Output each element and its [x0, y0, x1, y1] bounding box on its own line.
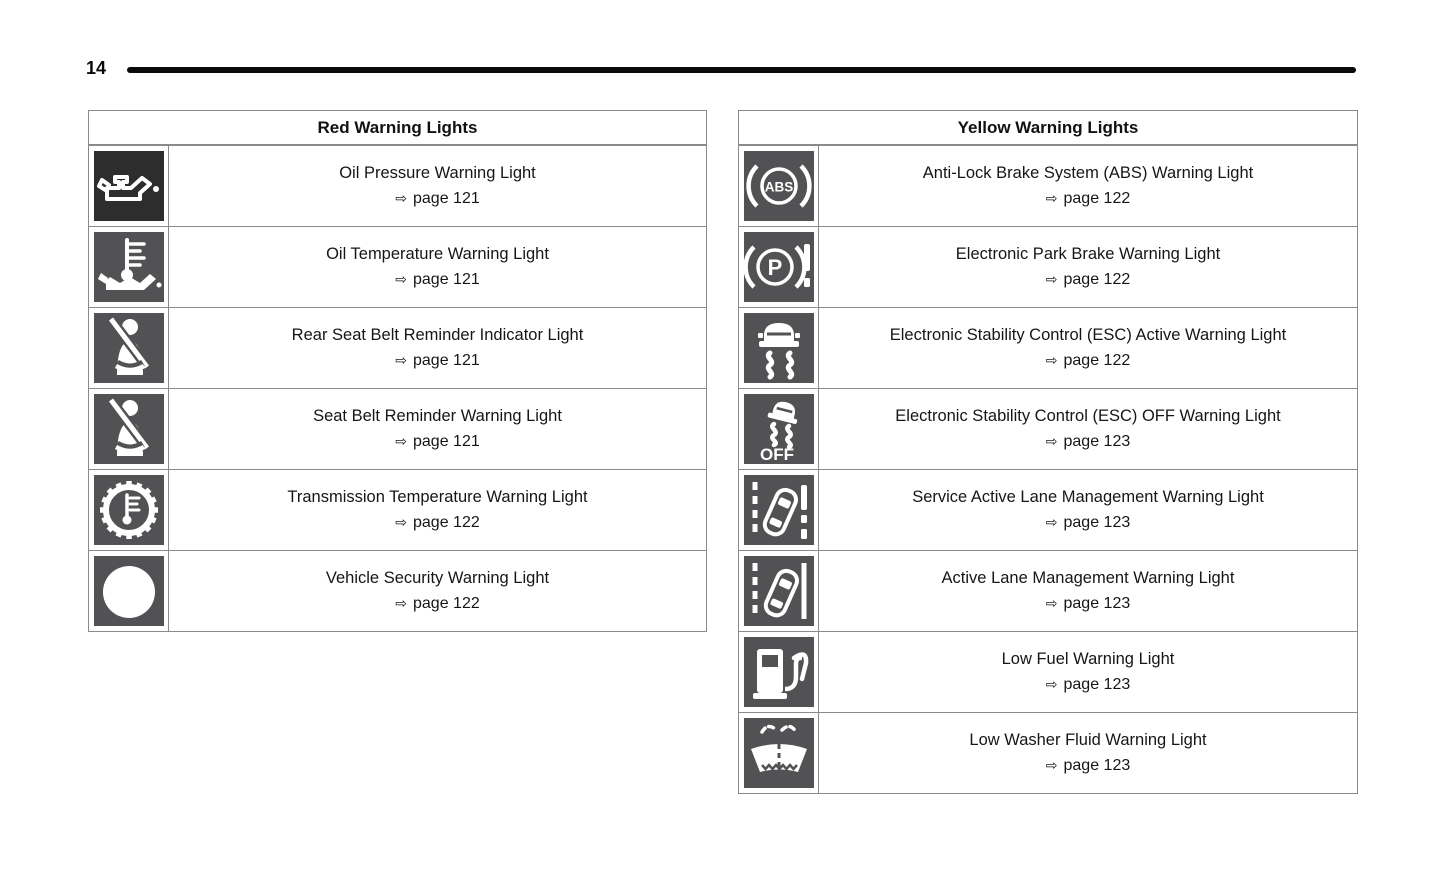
page-reference-link[interactable]: ⇨ page 123 — [1046, 676, 1130, 694]
page-reference-text: page 123 — [1063, 432, 1131, 450]
low-fuel-icon — [743, 637, 814, 707]
page-reference-text: page 123 — [1063, 594, 1131, 612]
arrow-icon: ⇨ — [1045, 433, 1058, 450]
page-reference-link[interactable]: ⇨ page 123 — [1046, 514, 1130, 532]
svg-text:P: P — [767, 255, 782, 280]
page-reference-text: page 122 — [1063, 351, 1131, 369]
warning-light-label: Low Washer Fluid Warning Light — [969, 731, 1207, 750]
table-row: Seat Belt Reminder Warning Light ⇨ page … — [89, 388, 706, 469]
warning-light-label: Electronic Stability Control (ESC) OFF W… — [895, 407, 1281, 426]
table-row: Service Active Lane Management Warning L… — [739, 469, 1357, 550]
park-brake-icon: P — [743, 232, 814, 302]
table-title: Yellow Warning Lights — [739, 111, 1357, 145]
warning-light-label: Vehicle Security Warning Light — [325, 569, 550, 588]
service-lane-icon — [743, 475, 814, 545]
table-row: Oil Temperature Warning Light ⇨ page 121 — [89, 226, 706, 307]
page-reference-text: page 122 — [1063, 270, 1131, 288]
page-reference-text: page 123 — [1063, 756, 1131, 774]
arrow-icon: ⇨ — [1045, 271, 1058, 288]
page-number: 14 — [86, 58, 107, 78]
svg-text:OFF: OFF — [760, 445, 794, 464]
vehicle-security-icon — [93, 556, 164, 626]
table-row: Low Washer Fluid Warning Light ⇨ page 12… — [739, 712, 1357, 793]
table-row: Rear Seat Belt Reminder Indicator Light … — [89, 307, 706, 388]
page-reference-text: page 122 — [1063, 189, 1131, 207]
page-reference-link[interactable]: ⇨ page 121 — [395, 190, 479, 208]
page-reference-text: page 122 — [413, 594, 480, 612]
page-reference-text: page 123 — [1063, 513, 1131, 531]
table-row: ABS Anti-Lock Brake System (ABS) Warning… — [739, 145, 1357, 226]
page-reference-link[interactable]: ⇨ page 122 — [395, 595, 479, 613]
page-reference-text: page 123 — [1063, 675, 1131, 693]
arrow-icon: ⇨ — [395, 190, 407, 207]
warning-light-label: Anti-Lock Brake System (ABS) Warning Lig… — [922, 164, 1254, 183]
table-row: Oil Pressure Warning Light ⇨ page 121 — [89, 145, 706, 226]
table-row: P Electronic Park Brake Warning Light ⇨ … — [739, 226, 1357, 307]
arrow-icon: ⇨ — [1045, 352, 1058, 369]
table-row: OFF Electronic Stability Control (ESC) O… — [739, 388, 1357, 469]
page-reference-link[interactable]: ⇨ page 122 — [395, 514, 479, 532]
active-lane-icon — [743, 556, 814, 626]
warning-light-label: Electronic Stability Control (ESC) Activ… — [889, 326, 1287, 345]
transmission-temperature-icon — [93, 475, 164, 545]
warning-light-label: Transmission Temperature Warning Light — [287, 488, 588, 507]
arrow-icon: ⇨ — [1045, 190, 1058, 207]
warning-light-label: Service Active Lane Management Warning L… — [912, 488, 1264, 507]
page-reference-link[interactable]: ⇨ page 122 — [1046, 190, 1130, 208]
arrow-icon: ⇨ — [1045, 595, 1058, 612]
warning-light-label: Electronic Park Brake Warning Light — [955, 245, 1221, 264]
svg-text:ABS: ABS — [764, 180, 793, 195]
red-warning-lights-table: Red Warning Lights Oil Pressure Warning … — [88, 110, 707, 632]
page-reference-link[interactable]: ⇨ page 121 — [395, 352, 479, 370]
page-reference-link[interactable]: ⇨ page 122 — [1046, 271, 1130, 289]
warning-light-label: Active Lane Management Warning Light — [941, 569, 1235, 588]
table-row: Vehicle Security Warning Light ⇨ page 12… — [89, 550, 706, 631]
header-rule — [127, 67, 1356, 73]
arrow-icon: ⇨ — [1045, 514, 1058, 531]
table-title: Red Warning Lights — [89, 111, 706, 145]
page-reference-link[interactable]: ⇨ page 121 — [395, 433, 479, 451]
arrow-icon: ⇨ — [395, 433, 407, 450]
esc-active-icon — [743, 313, 814, 383]
seat-belt-icon — [93, 313, 164, 383]
page-reference-text: page 121 — [413, 351, 480, 369]
page-reference-text: page 121 — [413, 270, 480, 288]
arrow-icon: ⇨ — [395, 271, 407, 288]
warning-light-label: Seat Belt Reminder Warning Light — [313, 407, 562, 426]
abs-icon: ABS — [743, 151, 814, 221]
yellow-warning-lights-table: Yellow Warning Lights ABS Anti-Lock Brak… — [738, 110, 1358, 794]
warning-light-label: Low Fuel Warning Light — [1001, 650, 1175, 669]
oil-temperature-icon — [93, 232, 164, 302]
warning-light-label: Oil Temperature Warning Light — [326, 245, 549, 264]
arrow-icon: ⇨ — [395, 514, 407, 531]
esc-off-icon: OFF — [743, 394, 814, 464]
table-row: Transmission Temperature Warning Light ⇨… — [89, 469, 706, 550]
table-row: Electronic Stability Control (ESC) Activ… — [739, 307, 1357, 388]
page-reference-text: page 122 — [413, 513, 480, 531]
page-reference-link[interactable]: ⇨ page 121 — [395, 271, 479, 289]
page-reference-link[interactable]: ⇨ page 123 — [1046, 595, 1130, 613]
warning-light-label: Rear Seat Belt Reminder Indicator Light — [291, 326, 584, 345]
seat-belt-icon — [93, 394, 164, 464]
oil-pressure-icon — [93, 151, 164, 221]
page-reference-link[interactable]: ⇨ page 123 — [1046, 757, 1130, 775]
arrow-icon: ⇨ — [1045, 757, 1058, 774]
arrow-icon: ⇨ — [395, 352, 407, 369]
warning-light-label: Oil Pressure Warning Light — [339, 164, 536, 183]
page-reference-link[interactable]: ⇨ page 123 — [1046, 433, 1130, 451]
arrow-icon: ⇨ — [395, 595, 407, 612]
page-reference-link[interactable]: ⇨ page 122 — [1046, 352, 1130, 370]
arrow-icon: ⇨ — [1045, 676, 1058, 693]
table-row: Active Lane Management Warning Light ⇨ p… — [739, 550, 1357, 631]
page-reference-text: page 121 — [413, 189, 480, 207]
page-reference-text: page 121 — [413, 432, 480, 450]
table-row: Low Fuel Warning Light ⇨ page 123 — [739, 631, 1357, 712]
washer-fluid-icon — [743, 718, 814, 788]
